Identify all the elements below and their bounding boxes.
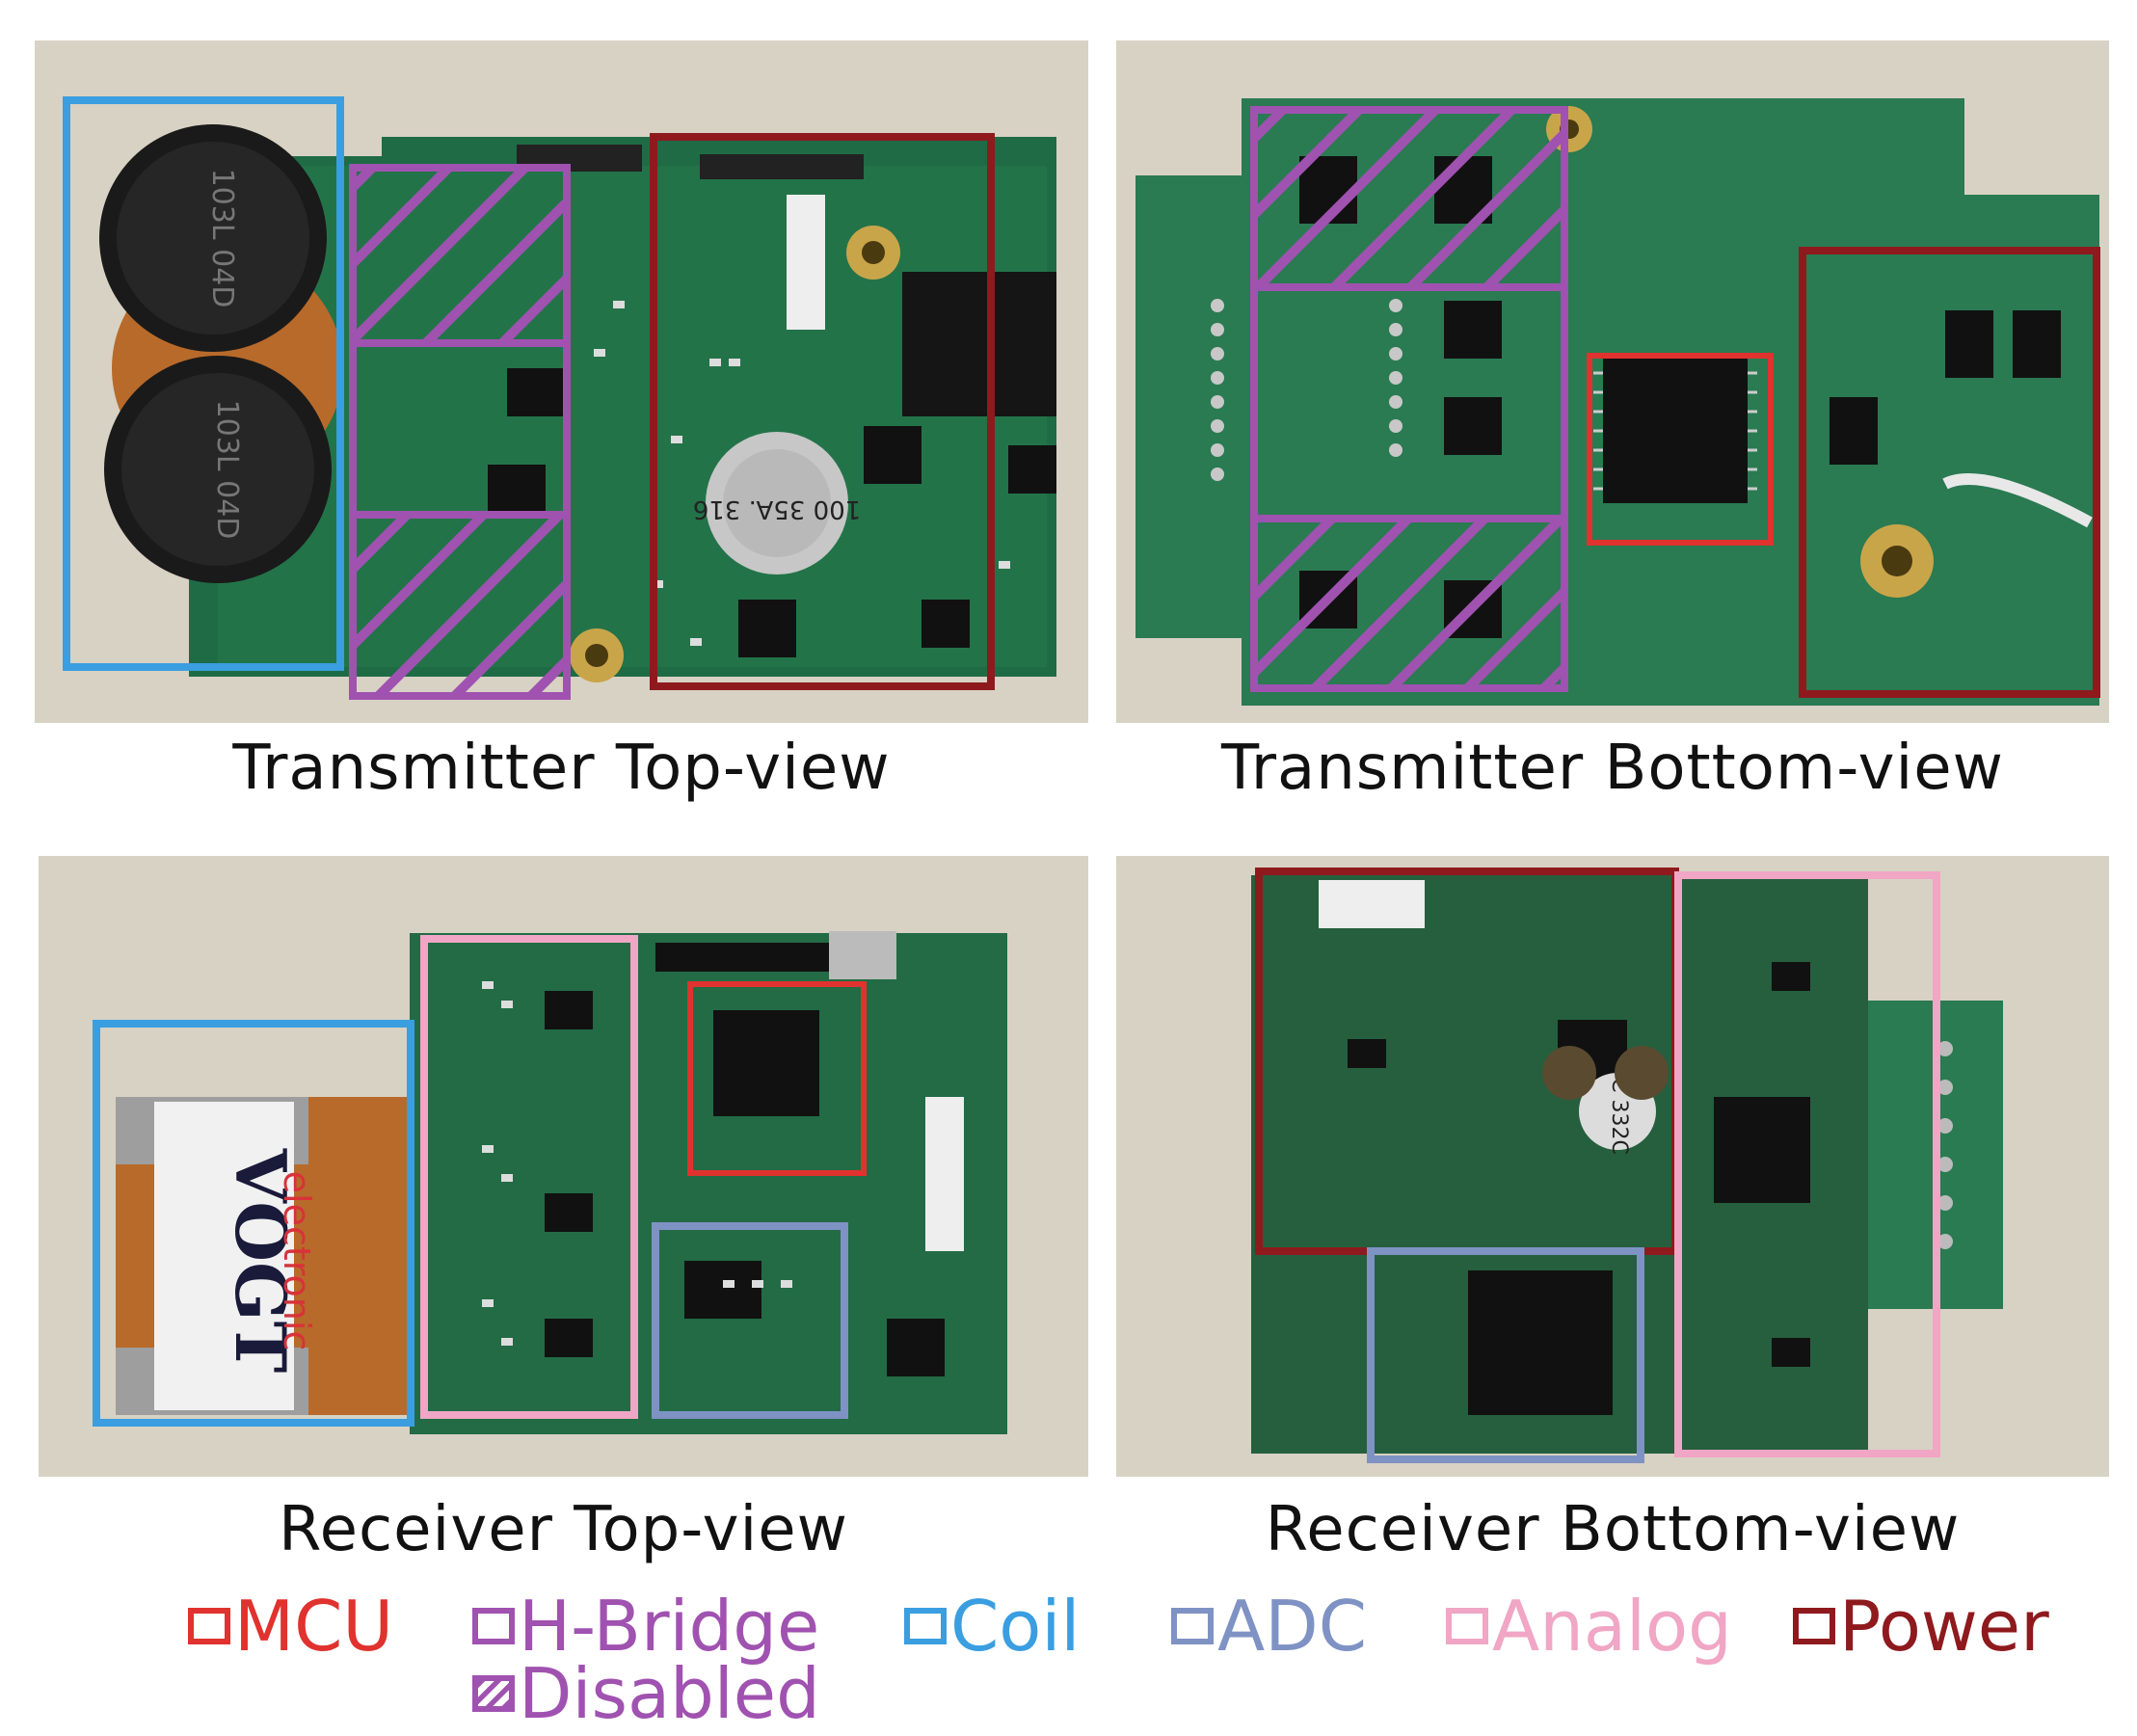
hbridge-box <box>349 164 571 700</box>
legend-swatch-coil <box>904 1608 947 1644</box>
legend-label-adc: ADC <box>1217 1586 1367 1667</box>
caption-receiver-top: Receiver Top-view <box>279 1494 848 1565</box>
caption-transmitter-bottom: Transmitter Bottom-view <box>1221 733 2004 804</box>
legend-label-hbridge: H-Bridge <box>519 1586 820 1667</box>
legend-swatch-disabled <box>472 1675 515 1712</box>
vogt-brand-label: VOGT <box>220 1148 302 1373</box>
legend-label-disabled: Disabled <box>519 1653 820 1734</box>
caption-transmitter-top: Transmitter Top-view <box>232 733 891 804</box>
hbridge-disabled-top <box>353 168 567 696</box>
coil-top-label: 103L 04D <box>205 169 239 308</box>
legend-label-power: Power <box>1839 1586 2049 1667</box>
coil-box <box>93 1020 414 1427</box>
analog-box <box>420 935 638 1419</box>
receiver-bottom-photo: C 332C <box>1116 856 2109 1477</box>
capacitor-label: 100 35A. 316 <box>693 494 861 523</box>
legend-swatch-adc <box>1171 1608 1214 1644</box>
caption-receiver-bottom: Receiver Bottom-view <box>1265 1494 1961 1565</box>
legend-label-mcu: MCU <box>234 1586 394 1667</box>
hbridge-box <box>1250 106 1568 692</box>
coil-bottom-label: 103L 04D <box>210 400 244 540</box>
legend-item-analog: Analog <box>1446 1586 1732 1667</box>
legend-item-mcu: MCU <box>188 1586 393 1667</box>
mcu-box <box>687 981 867 1176</box>
coil-box <box>63 96 344 671</box>
transmitter-top-photo: 103L 04D 103L 04D 100 35A. 316 <box>35 40 1088 723</box>
adc-box <box>652 1222 848 1419</box>
legend-item-power: Power <box>1793 1586 2049 1667</box>
receiver-top-photo: VOGT electronic <box>39 856 1088 1477</box>
coil-component: 103L 04D 103L 04D <box>99 124 343 583</box>
legend-label-analog: Analog <box>1492 1586 1732 1667</box>
analog-box <box>1674 871 1940 1457</box>
power-box <box>1799 247 2100 698</box>
legend-swatch-hbridge <box>472 1608 515 1644</box>
legend-item-adc: ADC <box>1171 1586 1367 1667</box>
power-box <box>650 133 995 690</box>
adc-box <box>1367 1247 1644 1463</box>
legend-swatch-analog <box>1446 1608 1488 1644</box>
legend-item-coil: Coil <box>904 1586 1080 1667</box>
legend-item-hbridge: H-Bridge <box>472 1586 819 1667</box>
legend-swatch-power <box>1793 1608 1835 1644</box>
legend-label-coil: Coil <box>950 1586 1081 1667</box>
legend-item-disabled: Disabled <box>472 1653 820 1734</box>
mcu-box <box>1587 353 1774 546</box>
legend-swatch-mcu <box>188 1608 230 1644</box>
vogt-sub-label: electronic <box>276 1171 318 1351</box>
vogt-coil: VOGT electronic <box>116 1097 414 1415</box>
transmitter-bottom-photo <box>1116 40 2109 723</box>
